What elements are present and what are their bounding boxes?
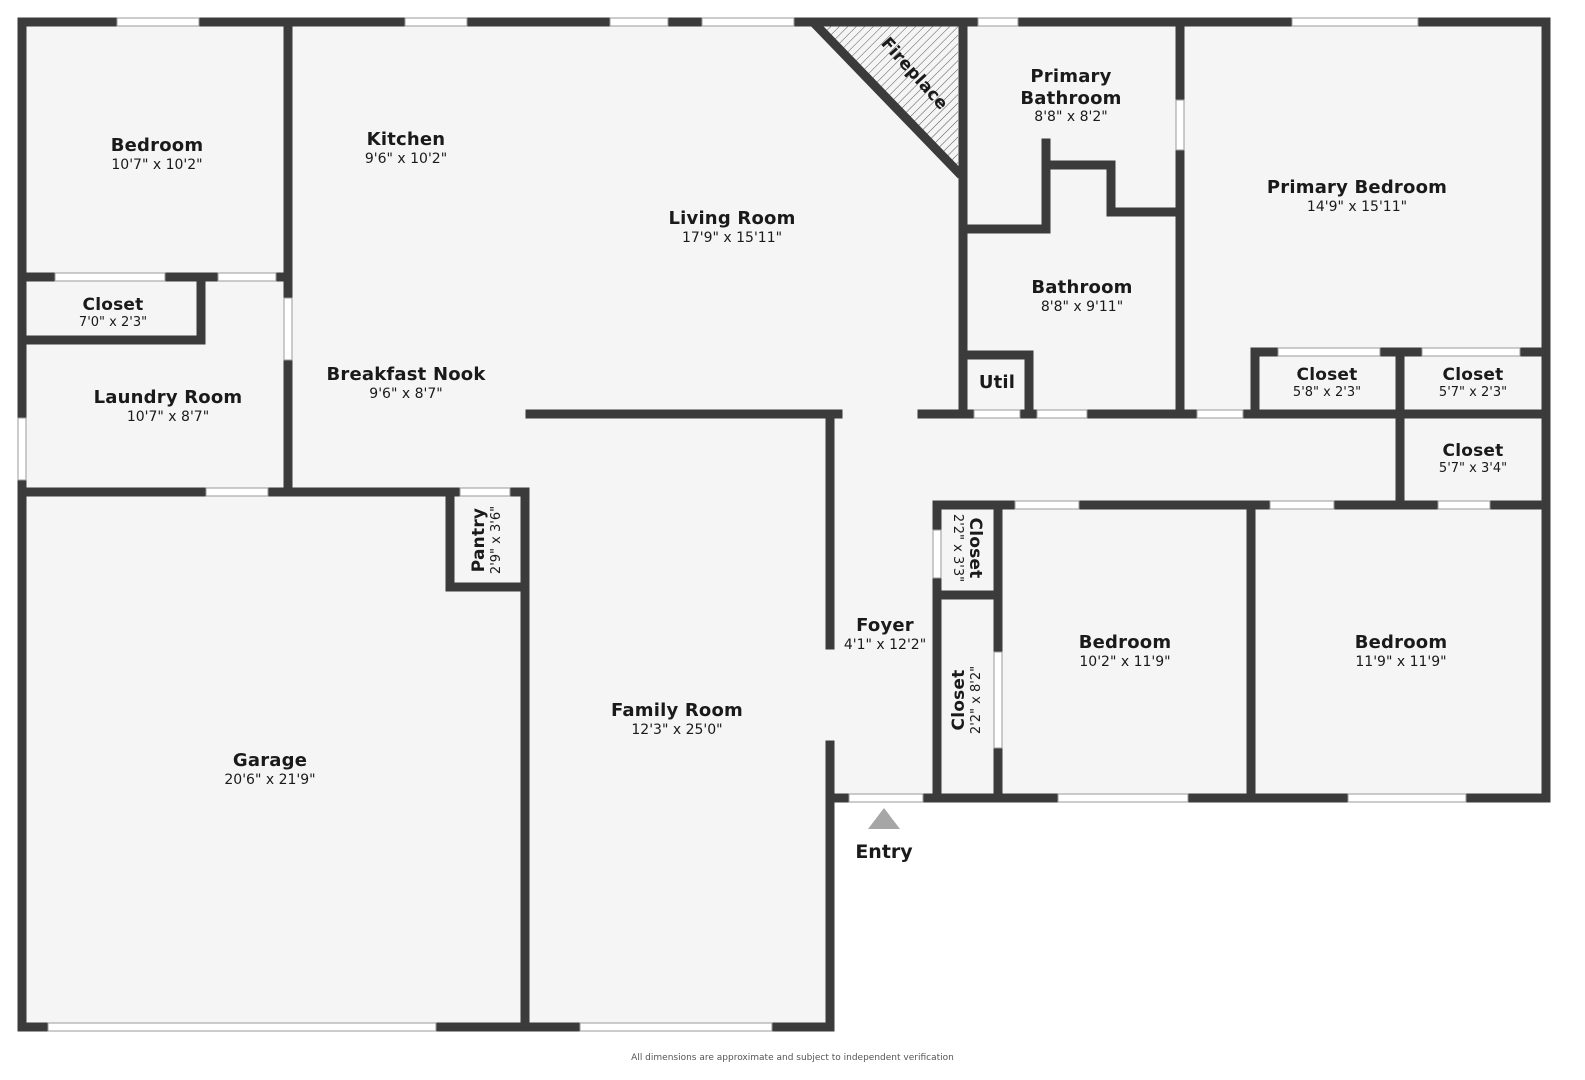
room-name: Primary Bedroom <box>1266 176 1448 198</box>
window <box>1291 17 1419 27</box>
door-opening <box>54 272 166 282</box>
room-dimensions: 4'1" x 12'2" <box>843 636 927 653</box>
door-opening <box>205 487 269 497</box>
room-bedroom-east: Bedroom 11'9" x 11'9" <box>1355 632 1448 670</box>
floor-fills <box>22 22 1546 1027</box>
room-dimensions: 10'2" x 11'9" <box>1079 653 1171 670</box>
room-dimensions: 9'6" x 10'2" <box>364 150 448 167</box>
room-dimensions: 2'2" x 3'3" <box>949 513 965 583</box>
room-closet-hall: Closet 5'7" x 3'4" <box>1439 441 1507 477</box>
window <box>47 1022 437 1032</box>
room-name-line2: Bathroom <box>1020 87 1122 109</box>
room-dimensions: 5'7" x 2'3" <box>1438 385 1508 401</box>
room-closet-primary-1: Closet 5'8" x 2'3" <box>1293 365 1361 401</box>
room-name: Closet <box>82 295 144 316</box>
room-kitchen: Kitchen 9'6" x 10'2" <box>365 129 447 167</box>
room-dimensions: 10'7" x 8'7" <box>126 408 210 425</box>
room-name: Bedroom <box>1078 631 1172 653</box>
room-closet-primary-2: Closet 5'7" x 2'3" <box>1439 365 1507 401</box>
room-living-room: Living Room 17'9" x 15'11" <box>668 208 795 246</box>
room-name: Pantry <box>469 507 490 573</box>
footer-disclaimer: All dimensions are approximate and subje… <box>631 1053 954 1063</box>
room-name: Bedroom <box>1354 631 1448 653</box>
room-dimensions: 8'8" x 9'11" <box>1040 298 1124 315</box>
room-name: Garage <box>232 749 308 771</box>
room-bedroom-center: Bedroom 10'2" x 11'9" <box>1079 632 1172 670</box>
door-opening <box>1196 409 1244 419</box>
room-dimensions: 12'3" x 25'0" <box>631 721 723 738</box>
room-dimensions: 11'9" x 11'9" <box>1355 653 1447 670</box>
room-name-line1: Primary <box>1030 66 1112 88</box>
room-name: Family Room <box>610 699 744 721</box>
window <box>609 17 669 27</box>
room-bathroom: Bathroom 8'8" x 9'11" <box>1031 277 1132 315</box>
room-bedroom-nw: Bedroom 10'7" x 10'2" <box>111 135 204 173</box>
room-closet-foyer-small: Closet 2'2" x 3'3" <box>949 514 985 582</box>
window <box>1347 793 1467 803</box>
door-opening <box>993 651 1003 749</box>
room-name: Closet <box>964 517 985 579</box>
door-opening <box>848 793 924 803</box>
door-opening <box>973 409 1021 419</box>
door-opening <box>1421 347 1521 357</box>
room-dimensions: 20'6" x 21'9" <box>224 771 316 788</box>
room-util: Util <box>979 372 1015 394</box>
room-name: Foyer <box>856 614 914 636</box>
window <box>116 17 200 27</box>
room-pantry: Pantry 2'9" x 3'6" <box>469 506 505 574</box>
entry-arrow-icon <box>868 808 900 829</box>
window <box>17 417 27 481</box>
room-dimensions: 14'9" x 15'11" <box>1306 198 1408 215</box>
window <box>579 1022 773 1032</box>
room-closet-foyer-long: Closet 2'2" x 8'2" <box>949 666 985 734</box>
window <box>977 17 1019 27</box>
room-closet-nw: Closet 7'0" x 2'3" <box>79 295 147 331</box>
window <box>701 17 795 27</box>
room-name: Living Room <box>668 207 796 229</box>
room-name: Kitchen <box>366 128 446 150</box>
room-name: Closet <box>949 669 970 731</box>
room-family-room: Family Room 12'3" x 25'0" <box>611 700 743 738</box>
room-name: Util <box>978 372 1016 394</box>
room-dimensions: 9'6" x 8'7" <box>369 385 443 402</box>
room-dimensions: 8'8" x 8'2" <box>1034 109 1108 126</box>
room-name: Laundry Room <box>93 386 243 408</box>
room-laundry-room: Laundry Room 10'7" x 8'7" <box>94 387 243 425</box>
window <box>404 17 468 27</box>
room-primary-bedroom: Primary Bedroom 14'9" x 15'11" <box>1267 177 1447 215</box>
room-breakfast-nook: Breakfast Nook 9'6" x 8'7" <box>326 364 485 402</box>
room-name: Bedroom <box>110 134 204 156</box>
room-dimensions: 7'0" x 2'3" <box>78 315 148 331</box>
room-primary-bathroom: Primary Bathroom 8'8" x 8'2" <box>1020 66 1121 126</box>
room-name: Closet <box>1442 365 1504 386</box>
room-dimensions: 5'7" x 3'4" <box>1438 461 1508 477</box>
entry-label: Entry <box>855 841 913 863</box>
door-opening <box>932 529 942 579</box>
door-opening <box>1036 409 1088 419</box>
door-opening <box>1269 500 1335 510</box>
room-dimensions: 5'8" x 2'3" <box>1292 385 1362 401</box>
room-name: Closet <box>1296 365 1358 386</box>
room-name: Breakfast Nook <box>326 363 486 385</box>
door-opening <box>1437 500 1491 510</box>
window <box>1057 793 1189 803</box>
room-dimensions: 10'7" x 10'2" <box>111 156 203 173</box>
room-dimensions: 2'9" x 3'6" <box>489 505 505 575</box>
door-opening <box>283 297 293 361</box>
door-opening <box>459 487 511 497</box>
door-opening <box>1175 99 1185 151</box>
door-opening <box>217 272 277 282</box>
room-garage: Garage 20'6" x 21'9" <box>224 750 315 788</box>
room-name: Closet <box>1442 441 1504 462</box>
door-opening <box>1014 500 1080 510</box>
room-name: Bathroom <box>1031 276 1133 298</box>
room-foyer: Foyer 4'1" x 12'2" <box>844 615 926 653</box>
door-opening <box>1277 347 1381 357</box>
openings <box>17 17 1521 1032</box>
room-dimensions: 17'9" x 15'11" <box>681 229 783 246</box>
room-dimensions: 2'2" x 8'2" <box>969 665 985 735</box>
